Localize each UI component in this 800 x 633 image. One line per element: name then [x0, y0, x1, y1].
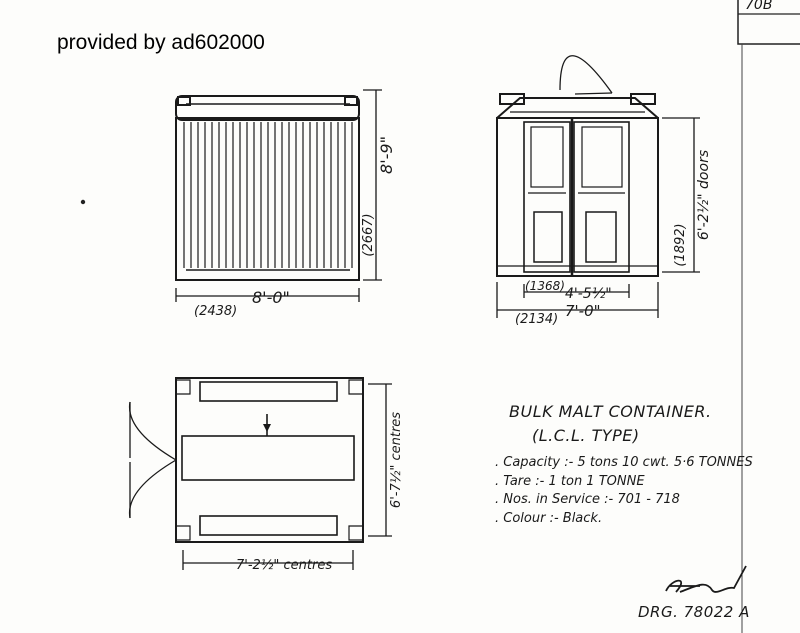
drawing-number: DRG. 78022 A [638, 603, 750, 621]
side-elevation [175, 95, 360, 281]
side-width-metric: (2438) [194, 304, 237, 319]
spec-capacity: . Capacity :- 5 tons 10 cwt. 5·6 TONNES [495, 455, 753, 470]
plan-centres-vertical: 6'-7½" centres [389, 412, 404, 508]
door-width-metric: (1368) [525, 279, 565, 293]
signature [665, 565, 747, 593]
side-height-metric: (2667) [361, 213, 376, 256]
watermark-text: provided by ad602000 [57, 31, 265, 54]
sheet-ref-box: 70B [737, 0, 800, 45]
spec-tare: . Tare :- 1 ton 1 TONNE [495, 474, 645, 489]
end-elevation [496, 55, 659, 277]
title-line-2: (L.C.L. TYPE) [532, 426, 640, 445]
spec-nos-in-service: . Nos. in Service :- 701 - 718 [495, 492, 680, 507]
end-width-metric: (2134) [515, 312, 558, 327]
spec-colour: . Colour :- Black. [495, 511, 603, 526]
side-dimension-lines [175, 89, 382, 302]
plan-centres-horizontal: 7'-2½" centres [236, 558, 332, 573]
door-height-metric: (1892) [673, 223, 688, 266]
side-height-imperial: 8'-9" [377, 136, 396, 174]
side-width-imperial: 8'-0" [252, 288, 290, 307]
end-dimension-lines [496, 117, 700, 318]
end-width-imperial: 7'-0" [565, 302, 601, 320]
door-width-imperial: 4'-5½" [565, 286, 612, 302]
ink-dot [80, 199, 86, 205]
plan-dimension-lines [182, 383, 392, 570]
plan-view [128, 377, 364, 543]
sheet-ref-text: 70B [745, 0, 772, 13]
title-line-1: BULK MALT CONTAINER. [509, 402, 712, 421]
door-height-imperial: 6'-2½" doors [696, 150, 712, 240]
